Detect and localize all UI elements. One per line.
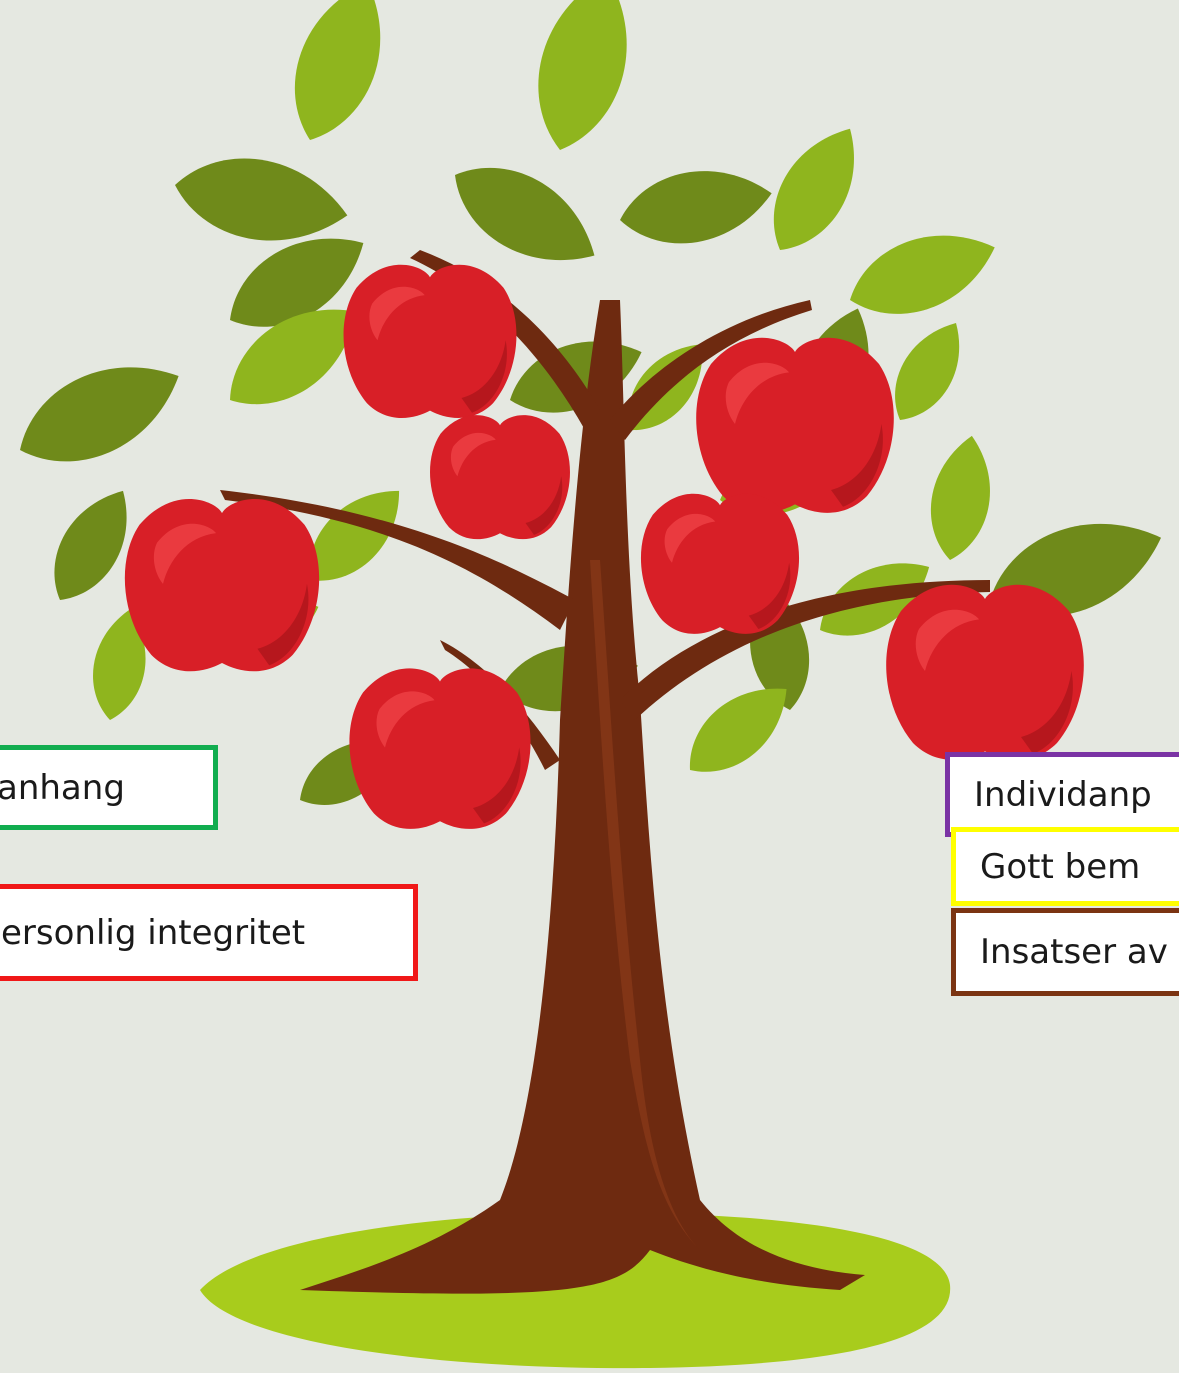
apple-icon [430,415,570,540]
apple-icon [886,584,1084,760]
apple-icon [640,493,800,634]
label-individanpassning: Individanp [945,752,1179,837]
trunk-highlight [590,560,700,1250]
label-sammanhang-text: anhang [0,767,125,808]
label-gott-bemotande: Gott bem [951,827,1179,906]
apple-icon [343,264,517,418]
label-insatser: Insatser av [951,908,1179,996]
label-individanpassning-text: Individanp [974,774,1152,815]
apple-icon [124,499,320,672]
apple-icon [349,668,531,829]
label-gott-bemotande-text: Gott bem [980,846,1141,887]
apple-icon [696,337,894,513]
label-insatser-text: Insatser av [980,932,1168,972]
label-personlig-integritet-text: ersonlig integritet [1,912,306,953]
label-personlig-integritet: ersonlig integritet [0,884,418,981]
label-sammanhang: anhang [0,745,218,830]
